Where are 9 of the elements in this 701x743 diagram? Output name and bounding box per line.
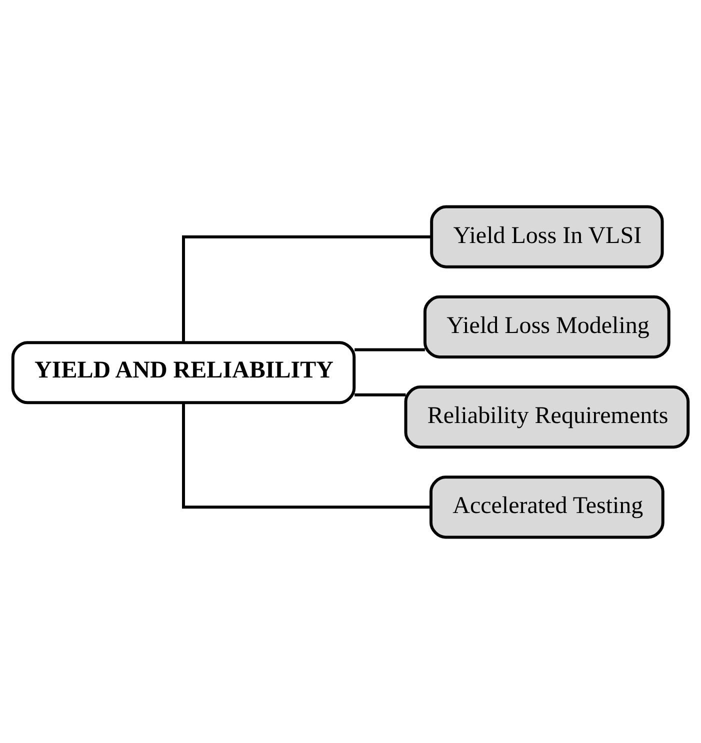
node-box: Accelerated Testing [430,475,664,538]
connector [182,234,432,342]
connector [182,402,431,508]
connector [354,348,425,351]
connector [354,392,406,396]
node-box: YIELD AND RELIABILITY [11,340,356,404]
node-box: Yield Loss In VLSI [430,204,664,268]
node-box: Reliability Requirements [404,385,690,448]
node-box: Yield Loss Modeling [423,294,670,358]
